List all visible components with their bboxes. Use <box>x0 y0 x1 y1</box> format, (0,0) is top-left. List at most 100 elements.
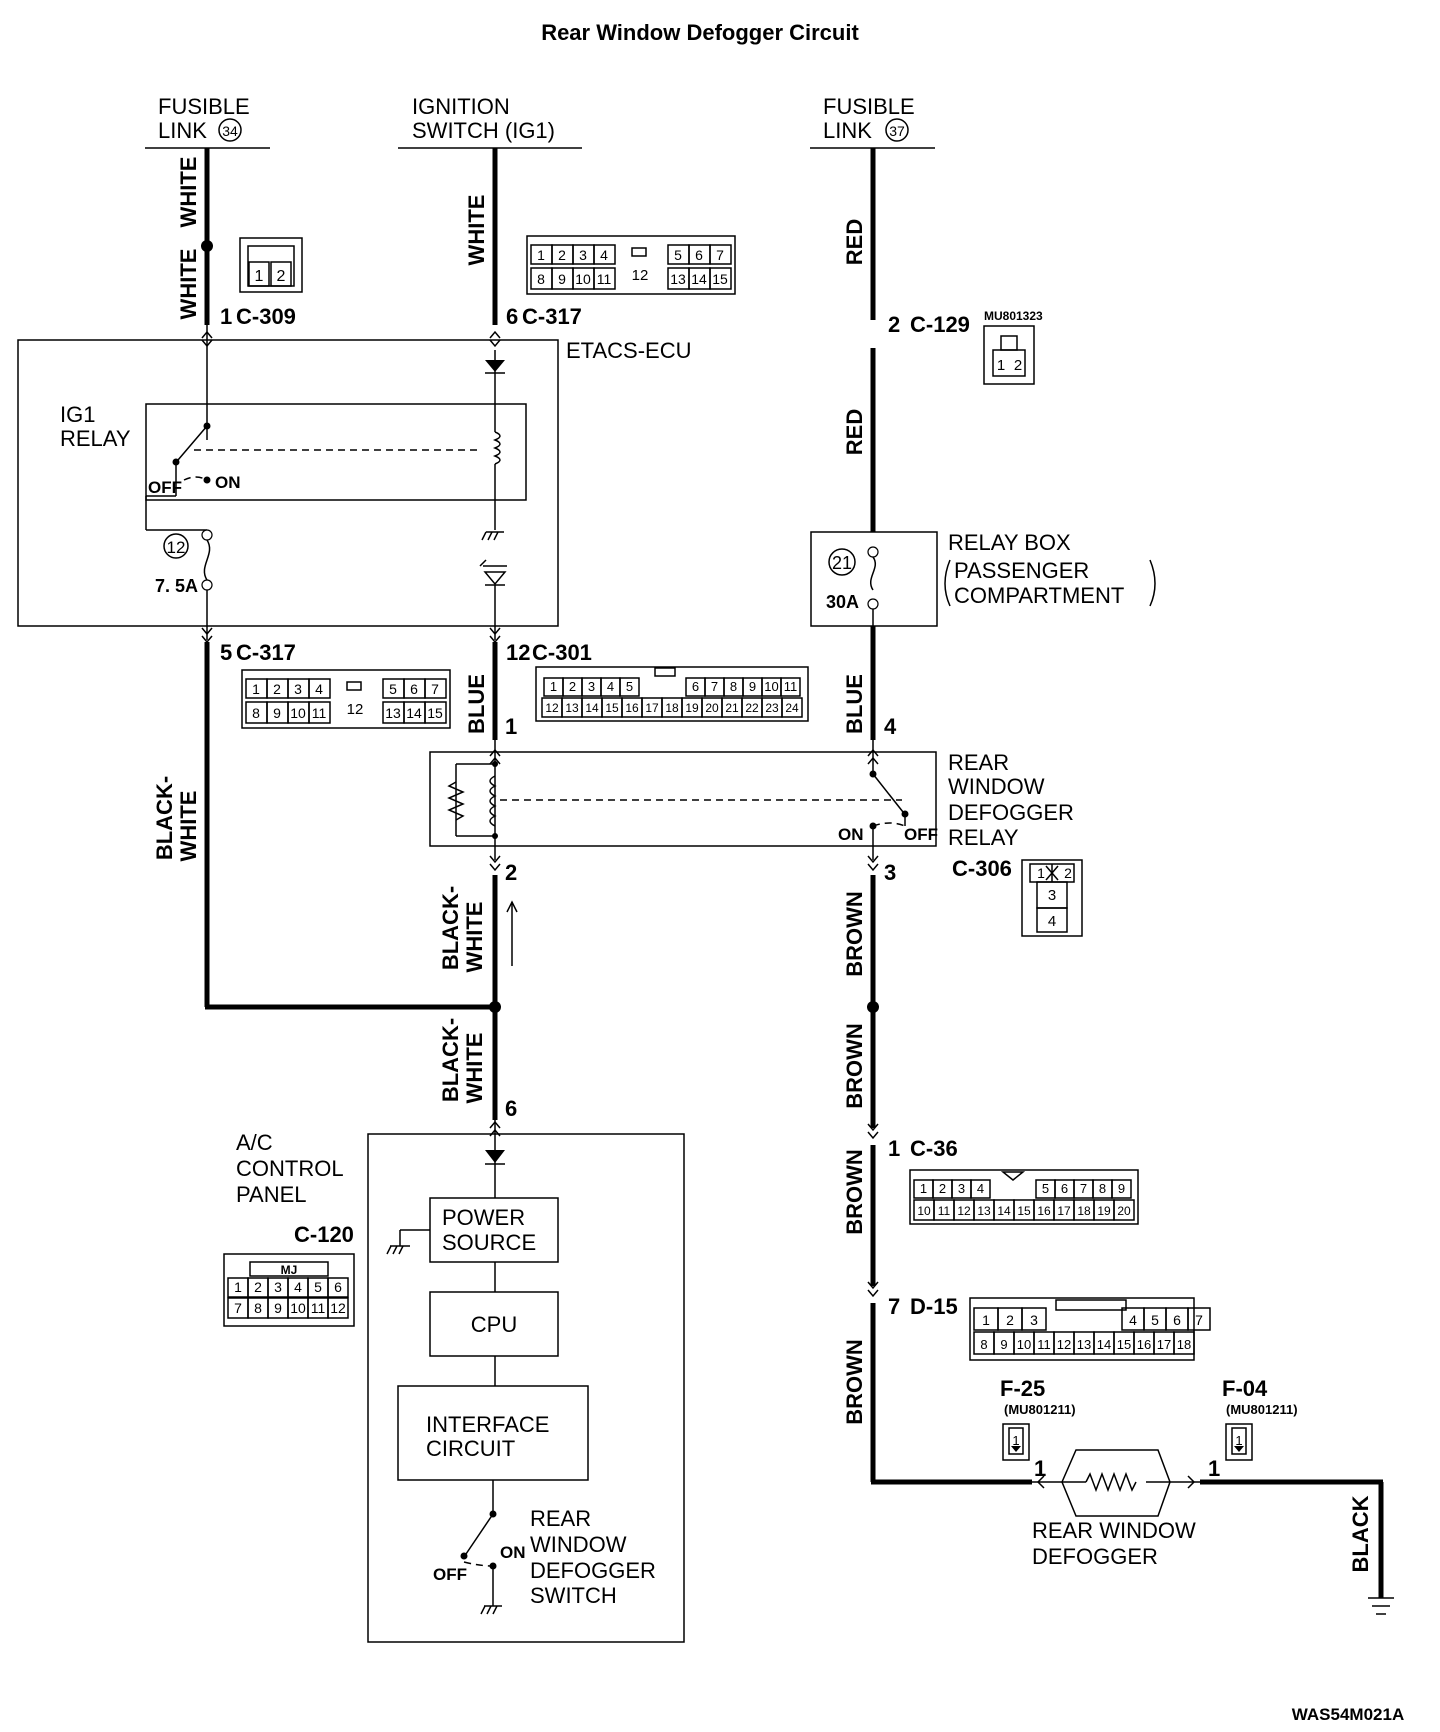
d15-label: 18 <box>1177 1337 1191 1352</box>
svg-text:OFF: OFF <box>904 825 938 844</box>
svg-text:3: 3 <box>1048 887 1056 904</box>
svg-text:1: 1 <box>1037 865 1045 881</box>
etacs-label: ETACS-ECU <box>566 338 692 363</box>
etacs-ecu: ETACS-ECU IG1 RELAY OFF ON <box>17 325 692 643</box>
c301-label: 20 <box>705 701 719 715</box>
c120-cell <box>327 1277 349 1298</box>
wires <box>201 148 1384 1598</box>
c301-label: 22 <box>745 701 759 715</box>
d15-label: 15 <box>1117 1337 1131 1352</box>
c301-label: 3 <box>588 679 595 694</box>
d15-label: 2 <box>1006 1312 1014 1328</box>
d15-label: 16 <box>1137 1337 1151 1352</box>
d15-label: 4 <box>1129 1312 1137 1328</box>
svg-text:DEFOGGER: DEFOGGER <box>1032 1544 1158 1569</box>
c120-label: 5 <box>314 1279 322 1295</box>
d15-label: 10 <box>1017 1337 1031 1352</box>
c36-label: 17 <box>1057 1204 1071 1218</box>
svg-text:WHITE: WHITE <box>176 249 201 320</box>
svg-text:6: 6 <box>505 1096 517 1121</box>
svg-text:15: 15 <box>712 271 728 287</box>
svg-text:2: 2 <box>558 247 566 263</box>
svg-text:2: 2 <box>277 268 286 285</box>
svg-text:MJ: MJ <box>281 1263 298 1277</box>
c36-label: 9 <box>1118 1181 1125 1196</box>
svg-text:9: 9 <box>273 705 281 721</box>
svg-text:OFF: OFF <box>433 1565 467 1584</box>
rear-window-defogger: REAR WINDOW DEFOGGER <box>1032 1449 1200 1569</box>
svg-text:LINK: LINK <box>823 118 872 143</box>
svg-text:2: 2 <box>1064 865 1072 881</box>
svg-text:12: 12 <box>347 701 364 718</box>
c301-label: 17 <box>645 701 659 715</box>
c301-label: 16 <box>625 701 639 715</box>
svg-text:CPU: CPU <box>471 1312 517 1337</box>
c301-label: 14 <box>585 701 599 715</box>
c120-label: 10 <box>290 1300 306 1316</box>
c301-label: 19 <box>685 701 699 715</box>
svg-text:CIRCUIT: CIRCUIT <box>426 1436 515 1461</box>
svg-text:WINDOW: WINDOW <box>948 774 1045 799</box>
svg-text:SWITCH: SWITCH <box>530 1583 617 1608</box>
c36-label: 20 <box>1117 1204 1131 1218</box>
svg-text:14: 14 <box>691 271 707 287</box>
svg-text:13: 13 <box>385 705 401 721</box>
svg-text:7: 7 <box>716 247 724 263</box>
c120-cell <box>327 1297 349 1319</box>
c120-label: 2 <box>254 1279 262 1295</box>
c120-label: 4 <box>294 1279 302 1295</box>
connector-c129: 2 C-129 MU801323 1 2 <box>888 309 1043 385</box>
svg-text:FUSIBLE: FUSIBLE <box>823 94 915 119</box>
svg-text:IGNITION: IGNITION <box>412 94 510 119</box>
svg-text:2: 2 <box>505 860 517 885</box>
d15-label: 1 <box>982 1312 990 1328</box>
connector-f04: F-04 (MU801211) 1 1 <box>1208 1376 1298 1481</box>
c36-label: 4 <box>977 1181 984 1196</box>
c301-label: 10 <box>764 679 778 694</box>
d15-label: 11 <box>1037 1337 1051 1352</box>
svg-text:1: 1 <box>1208 1456 1220 1481</box>
svg-text:1: 1 <box>505 714 517 739</box>
c36-cell <box>1111 1179 1132 1199</box>
svg-text:1: 1 <box>888 1136 900 1161</box>
svg-text:C-301: C-301 <box>532 640 592 665</box>
svg-text:12: 12 <box>506 640 530 665</box>
svg-text:DEFOGGER: DEFOGGER <box>530 1558 656 1583</box>
c301-label: 18 <box>665 701 679 715</box>
c301-cell <box>781 697 803 718</box>
svg-text:WHITE: WHITE <box>462 902 487 973</box>
c301-label: 23 <box>765 701 779 715</box>
svg-text:6: 6 <box>695 247 703 263</box>
svg-text:WHITE: WHITE <box>464 195 489 266</box>
svg-text:LINK: LINK <box>158 118 207 143</box>
svg-text:10: 10 <box>575 271 591 287</box>
c36-label: 15 <box>1017 1204 1031 1218</box>
svg-text:13: 13 <box>670 271 686 287</box>
wire-color-labels: WHITE WHITE WHITE RED RED BLUE BLUE BLAC… <box>152 157 1373 1573</box>
svg-text:BROWN: BROWN <box>842 891 867 977</box>
svg-text:COMPARTMENT: COMPARTMENT <box>954 583 1124 608</box>
svg-text:6: 6 <box>506 304 518 329</box>
svg-text:1: 1 <box>1235 1433 1242 1448</box>
svg-text:ON: ON <box>215 473 241 492</box>
d15-label: 12 <box>1057 1337 1071 1352</box>
ac-control-panel: A/C CONTROL PANEL 6 POWER SOURCE CPU INT… <box>236 1096 685 1643</box>
svg-text:37: 37 <box>889 123 905 139</box>
svg-text:7. 5A: 7. 5A <box>155 576 198 596</box>
ground-symbol <box>1368 1597 1394 1615</box>
relay-box: 21 30A RELAY BOX PASSENGER COMPARTMENT <box>810 530 1156 627</box>
svg-text:1: 1 <box>1034 1456 1046 1481</box>
c120-label: 1 <box>234 1279 242 1295</box>
d15-label: 9 <box>1000 1337 1007 1352</box>
svg-text:3: 3 <box>884 860 896 885</box>
c36-label: 8 <box>1099 1181 1106 1196</box>
connector-c306: C-306 1 2 3 4 <box>952 856 1083 937</box>
svg-text:SOURCE: SOURCE <box>442 1230 536 1255</box>
c36-label: 16 <box>1037 1204 1051 1218</box>
svg-text:WHITE: WHITE <box>176 791 201 862</box>
svg-text:5: 5 <box>389 681 397 697</box>
svg-text:7: 7 <box>888 1294 900 1319</box>
svg-text:RELAY: RELAY <box>60 426 131 451</box>
